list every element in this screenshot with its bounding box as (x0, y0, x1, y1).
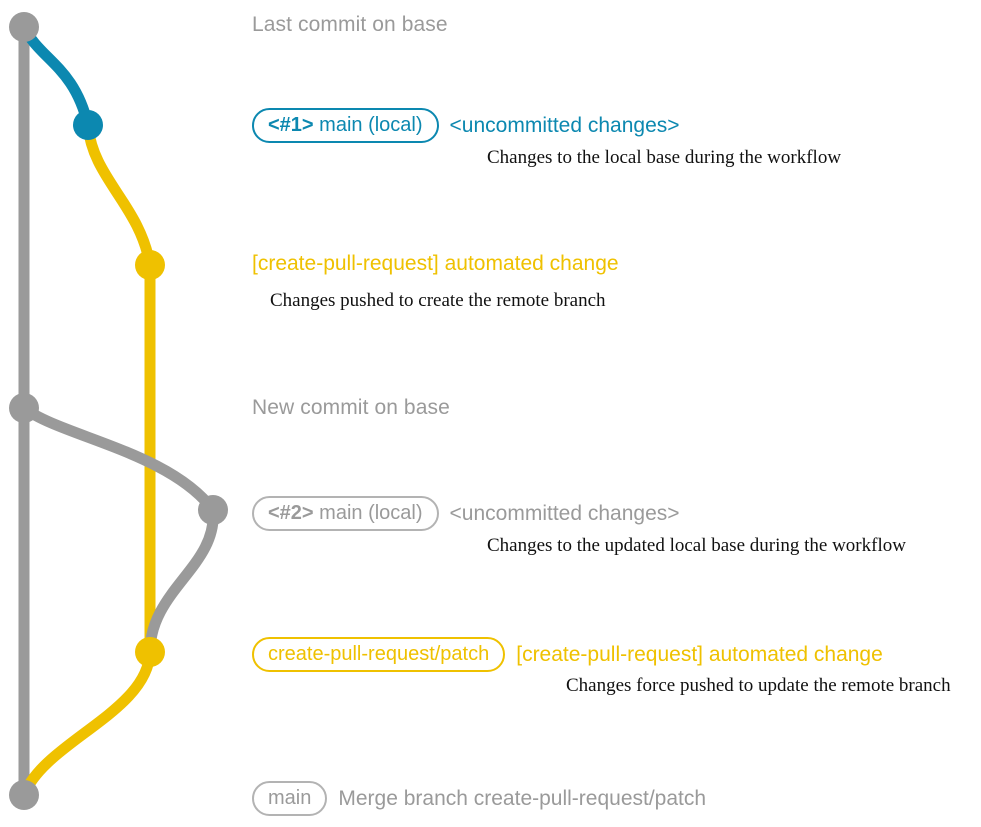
branch-badge-ref: create-pull-request/patch (268, 643, 490, 665)
commit-subject-local-2: <uncommitted changes> (449, 501, 680, 525)
node-base-new[interactable] (9, 393, 39, 423)
row-patch-2: create-pull-request/patch [create-pull-r… (252, 637, 883, 672)
commit-description-local-1: Changes to the local base during the wor… (487, 147, 842, 168)
row-patch-1: [create-pull-request] automated change (252, 252, 619, 276)
edge-local1-to-patch1 (82, 119, 156, 271)
branch-badge-main-local-2[interactable]: <#2> main (local) (252, 496, 439, 531)
commit-description-patch-2: Changes force pushed to update the remot… (566, 675, 951, 696)
commit-subject-merge: Merge branch create-pull-request/patch (338, 786, 707, 810)
node-patch-1[interactable] (135, 250, 165, 280)
branch-badge-main-local-1[interactable]: <#1> main (local) (252, 108, 439, 143)
edge-local2-to-patch2 (144, 504, 219, 658)
commit-description-patch-1: Changes pushed to create the remote bran… (270, 290, 606, 311)
commit-subject-local-1: <uncommitted changes> (449, 113, 680, 137)
node-base-last[interactable] (9, 12, 39, 42)
row-local-2: <#2> main (local) <uncommitted changes> (252, 496, 680, 531)
branch-badge-name: main (local) (319, 502, 423, 524)
branch-badge-ref: <#2> (268, 502, 314, 524)
branch-badge-ref: main (268, 787, 312, 809)
commit-label-base-last: Last commit on base (252, 13, 448, 36)
branch-badge-ref: <#1> (268, 114, 314, 136)
branch-badge-name: main (local) (319, 114, 423, 136)
row-merge-commit: main Merge branch create-pull-request/pa… (252, 781, 706, 816)
branch-badge-create-pull-request-patch[interactable]: create-pull-request/patch (252, 637, 506, 672)
node-local-2[interactable] (198, 495, 228, 525)
row-new-commit-on-base: New commit on base (252, 396, 450, 420)
commit-subject-patch-1: [create-pull-request] automated change (252, 252, 619, 275)
commit-description-local-2: Changes to the updated local base during… (487, 535, 906, 556)
node-patch-2[interactable] (135, 637, 165, 667)
node-base-merge[interactable] (9, 780, 39, 810)
row-last-commit-on-base: Last commit on base (252, 13, 448, 37)
row-local-1: <#1> main (local) <uncommitted changes> (252, 108, 680, 143)
commit-label-base-new: New commit on base (252, 396, 450, 419)
edge-patch2-to-merge (18, 646, 156, 801)
node-local-1[interactable] (73, 110, 103, 140)
branch-badge-main[interactable]: main (252, 781, 328, 816)
commit-subject-patch-2: [create-pull-request] automated change (516, 642, 883, 666)
edge-basenew-to-local2 (18, 402, 219, 516)
